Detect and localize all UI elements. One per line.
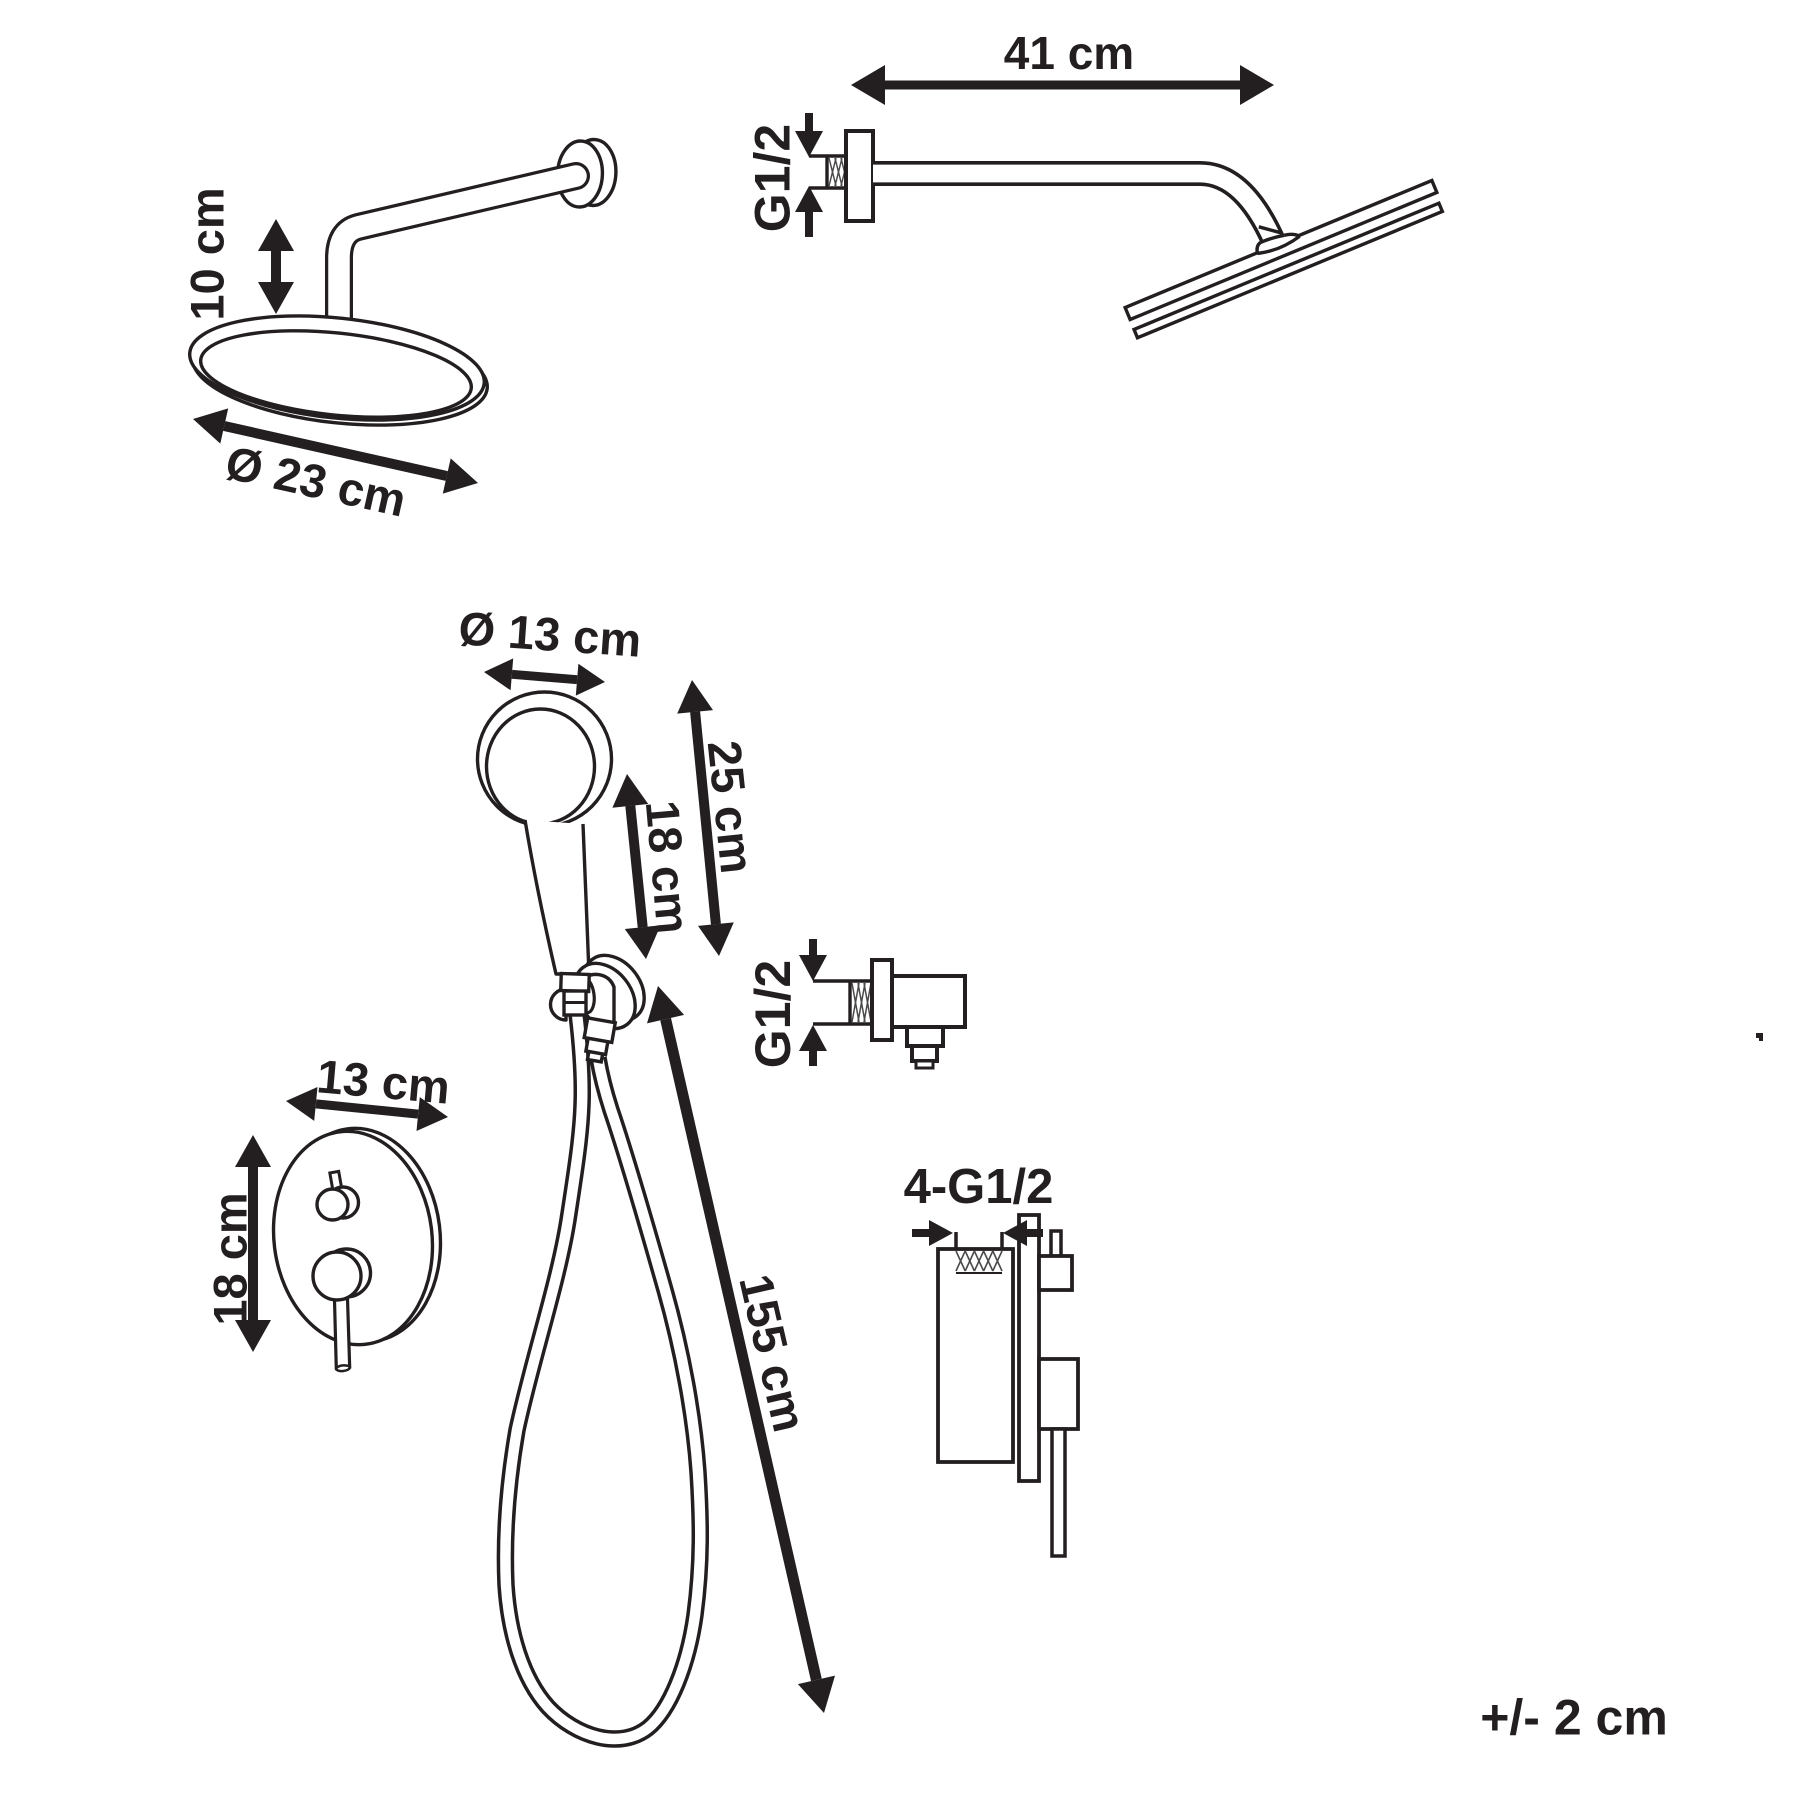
svg-text:4-G1/2: 4-G1/2 [904,1160,1054,1214]
svg-text:+/- 2 cm: +/- 2 cm [1480,1690,1668,1746]
svg-text:Ø 13 cm: Ø 13 cm [457,601,643,667]
svg-text:18 cm: 18 cm [204,1192,257,1325]
svg-text:G1/2: G1/2 [745,124,801,232]
svg-text:G1/2: G1/2 [745,960,801,1068]
svg-text:10 cm: 10 cm [181,187,234,320]
svg-text:41 cm: 41 cm [1004,27,1134,79]
svg-text:18 cm: 18 cm [636,798,700,935]
